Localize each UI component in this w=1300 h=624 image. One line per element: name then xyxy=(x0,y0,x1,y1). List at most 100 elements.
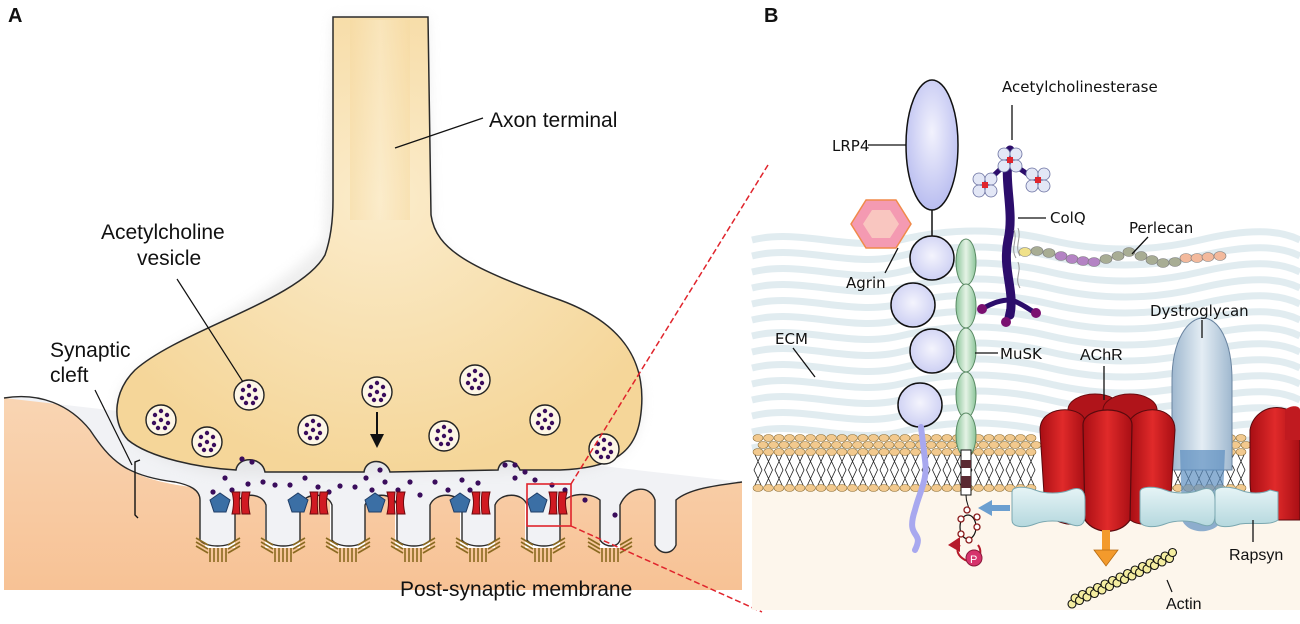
actin-monomer xyxy=(1167,547,1178,558)
lipid-tail xyxy=(974,454,983,486)
perlecan-domain xyxy=(1111,251,1125,261)
lipid-head xyxy=(773,484,785,492)
lipid-tail xyxy=(869,454,878,486)
perlecan-domain xyxy=(1145,255,1159,265)
lipid-head xyxy=(799,441,811,449)
lipid-head xyxy=(931,434,942,442)
lipid-tail xyxy=(942,454,952,486)
vesicle xyxy=(529,404,561,436)
label-agrin: Agrin xyxy=(846,274,886,292)
ach-molecule xyxy=(582,497,588,503)
lipid-head xyxy=(999,441,1010,449)
lipid-head xyxy=(983,448,995,456)
lipid-tail xyxy=(1236,454,1246,486)
perlecan-domain xyxy=(1099,254,1113,264)
acetylcholine-vesicles xyxy=(145,364,620,465)
label-rapsyn: Rapsyn xyxy=(1229,547,1283,564)
perlecan-domain xyxy=(1054,251,1068,261)
axon-terminal xyxy=(116,16,643,473)
lipid-head xyxy=(820,441,832,449)
lipid-head xyxy=(1235,448,1247,456)
lipid-head xyxy=(789,441,800,449)
lipid-head xyxy=(836,448,848,456)
lipid-head xyxy=(852,441,863,449)
cleft-bracket xyxy=(134,459,141,519)
lipid-head xyxy=(778,441,790,449)
label-axon-terminal: Axon terminal xyxy=(489,109,617,132)
lipid-head xyxy=(894,441,905,449)
receptor-channel xyxy=(386,491,406,515)
fiber-bundle xyxy=(455,537,501,562)
label-ecm: ECM xyxy=(775,330,808,348)
acetylcholinesterase-tetramers xyxy=(972,147,1051,198)
perlecan-domain xyxy=(1018,247,1032,257)
ach-molecule xyxy=(395,487,401,493)
perlecan-domain xyxy=(1087,257,1101,267)
lipid-head xyxy=(815,484,827,492)
lipid-head xyxy=(904,441,916,449)
lipid-head xyxy=(857,434,869,442)
lipid-head xyxy=(810,441,821,449)
ach-molecule xyxy=(315,484,321,490)
lipid-head xyxy=(831,441,842,449)
lipid-head xyxy=(752,434,764,442)
ach-molecule xyxy=(417,492,423,498)
lipid-head xyxy=(768,441,779,449)
label-acetylcholine-vesicle-line2: vesicle xyxy=(137,247,201,270)
vesicle xyxy=(428,420,460,452)
label-achr: AChR xyxy=(1080,347,1123,364)
lipid-head xyxy=(836,484,848,492)
receptor-pentagon xyxy=(449,492,471,513)
ach-molecule xyxy=(467,487,473,493)
ecm-fiber xyxy=(751,291,1300,317)
receptor-pentagon xyxy=(287,492,309,513)
perlecan-domain xyxy=(1190,253,1204,263)
lipid-head xyxy=(899,448,911,456)
ach-molecule xyxy=(239,456,245,462)
perlecan-domain xyxy=(1134,251,1148,261)
ach-molecule xyxy=(210,489,216,495)
receptor-pentagon xyxy=(526,492,548,513)
ach-molecule xyxy=(512,462,518,468)
ache-tetramer xyxy=(997,147,1023,173)
lipid-head xyxy=(1004,434,1016,442)
lipid-head xyxy=(826,448,837,456)
lipid-head xyxy=(1015,448,1026,456)
rapsyn-to-musk-arrow xyxy=(978,500,1010,516)
lipid-head xyxy=(878,484,890,492)
lipid-head xyxy=(805,434,816,442)
lipid-head xyxy=(936,441,947,449)
fiber-bundle xyxy=(390,537,436,562)
label-acetylcholine-vesicle-line1: Acetylcholine xyxy=(101,221,225,244)
lipid-head xyxy=(983,434,995,442)
lipid-tail xyxy=(837,454,847,486)
ach-molecule xyxy=(475,480,481,486)
perlecan-domain xyxy=(1076,256,1090,266)
postsynaptic-receptors xyxy=(209,491,568,515)
lipid-head xyxy=(857,448,869,456)
lipid-head xyxy=(826,434,837,442)
vesicle xyxy=(191,426,223,458)
perlecan-domain xyxy=(1168,257,1182,267)
lipid-head xyxy=(794,448,806,456)
lipid-head xyxy=(794,434,806,442)
lipid-head xyxy=(868,434,879,442)
lipid-head xyxy=(873,441,884,449)
label-lrp4: LRP4 xyxy=(832,137,869,155)
lipid-head xyxy=(994,448,1005,456)
lipid-head xyxy=(847,434,858,442)
label-synaptic-cleft-line2: cleft xyxy=(50,364,89,387)
lipid-head xyxy=(1015,434,1026,442)
lipid-head xyxy=(1235,434,1247,442)
ecm-fiber xyxy=(751,307,1300,333)
ache-tetramer xyxy=(972,172,998,198)
lipid-head xyxy=(1009,441,1021,449)
lipid-head xyxy=(941,484,953,492)
ach-molecule xyxy=(352,484,358,490)
lipid-tail xyxy=(1005,454,1015,486)
ach-molecule xyxy=(502,462,508,468)
lipid-head xyxy=(752,484,764,492)
lipid-head xyxy=(763,448,774,456)
label-synaptic-cleft-line1: Synaptic xyxy=(50,339,131,362)
